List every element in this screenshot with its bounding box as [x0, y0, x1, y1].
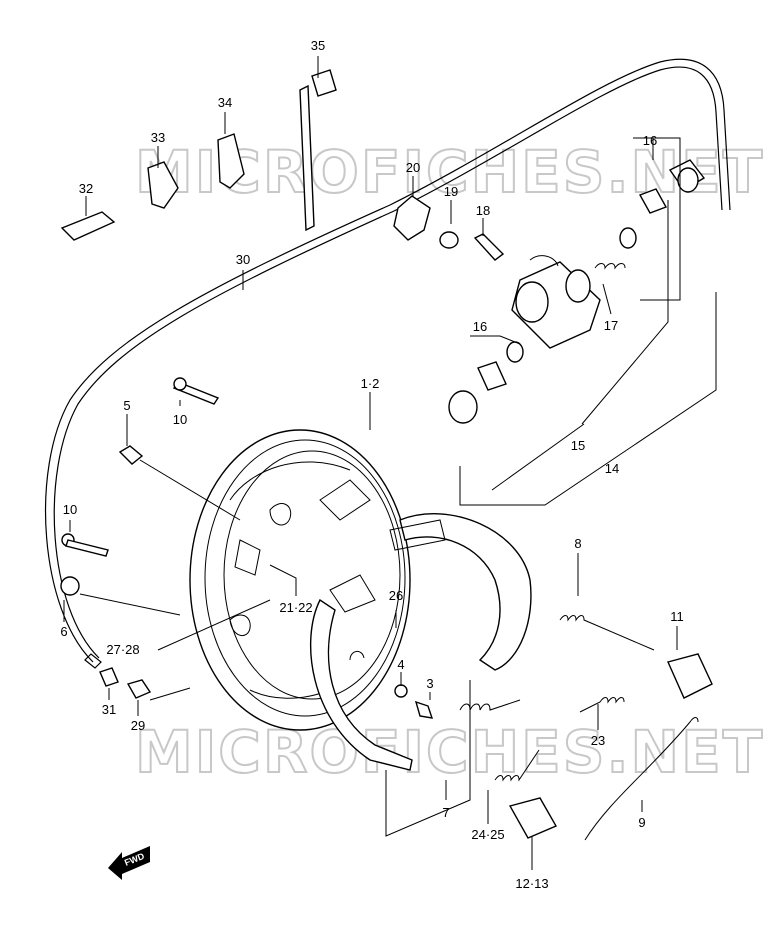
callout-16-lower: 16: [473, 319, 487, 334]
callout-18: 18: [476, 203, 490, 218]
callout-32: 32: [79, 181, 93, 196]
callout-12-13: 12·13: [515, 876, 548, 891]
springs: [459, 615, 699, 841]
callout-19: 19: [444, 184, 458, 199]
brake-pipe: [45, 58, 731, 669]
callout-1-2: 1·2: [361, 376, 380, 391]
callout-5: 5: [123, 398, 130, 413]
callout-14: 14: [605, 461, 619, 476]
callout-29: 29: [131, 718, 145, 733]
watermark-bottom: MICROFICHES.NET: [135, 718, 764, 786]
callout-15: 15: [571, 438, 585, 453]
callout-27-28: 27·28: [106, 642, 139, 657]
callout-4: 4: [397, 657, 404, 672]
brake-shoe-assembly: [310, 513, 532, 771]
backing-plate: [189, 429, 411, 731]
callouts: 35 34 33 32 20 19 18 16 16 17 30 1·2 5 1…: [60, 38, 683, 891]
bleeder-parts: [393, 195, 505, 261]
adjuster-clips: [508, 653, 713, 839]
callout-24-25: 24·25: [471, 827, 504, 842]
callout-7: 7: [442, 805, 449, 820]
callout-10-lower: 10: [63, 502, 77, 517]
callout-9: 9: [638, 815, 645, 830]
wheel-cylinder: [511, 255, 601, 349]
callout-31: 31: [102, 702, 116, 717]
fwd-arrow-icon: FWD: [108, 846, 150, 880]
callout-10-upper: 10: [173, 412, 187, 427]
callout-34: 34: [218, 95, 232, 110]
callout-30: 30: [236, 252, 250, 267]
callout-35: 35: [311, 38, 325, 53]
callout-33: 33: [151, 130, 165, 145]
callout-26: 26: [389, 588, 403, 603]
callout-3: 3: [426, 676, 433, 691]
callout-20: 20: [406, 160, 420, 175]
callout-16-upper: 16: [643, 133, 657, 148]
fasteners: [60, 377, 434, 719]
callout-8: 8: [574, 536, 581, 551]
callout-21-22: 21·22: [279, 600, 312, 615]
callout-23: 23: [591, 733, 605, 748]
leader-lines: [63, 56, 717, 870]
callout-11: 11: [670, 609, 684, 624]
cylinder-kit-right: [594, 159, 706, 270]
pipe-clips: [60, 69, 337, 241]
callout-17: 17: [604, 318, 618, 333]
cylinder-kit-left: [448, 341, 524, 424]
callout-6: 6: [60, 624, 67, 639]
